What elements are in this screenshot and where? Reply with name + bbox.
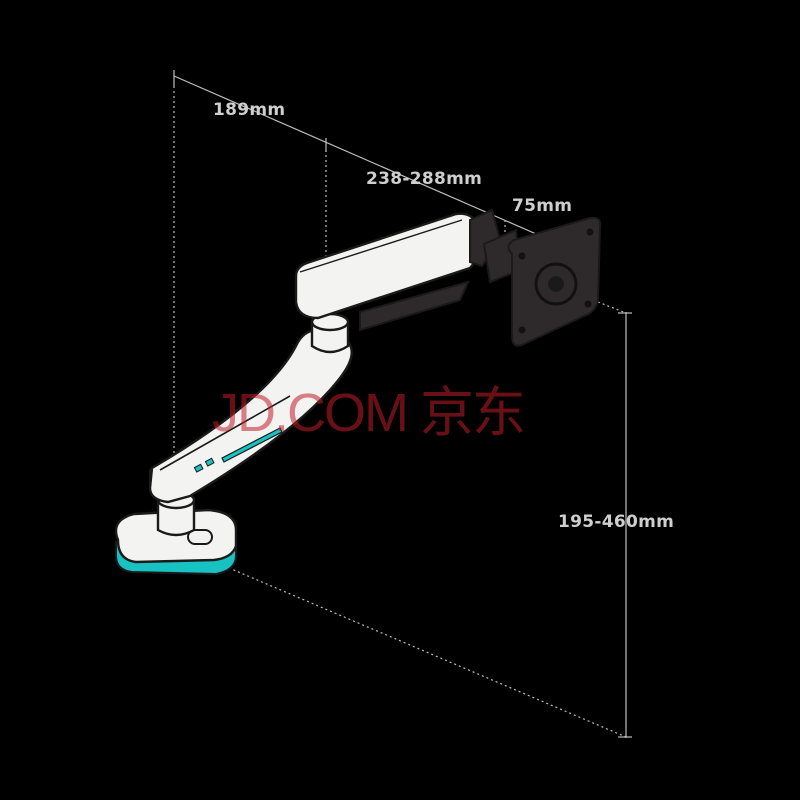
desk-clamp-base [114, 490, 238, 576]
vesa-hole-bl [518, 326, 526, 334]
dimension-label-arm-upper: 189mm [213, 100, 286, 120]
accent-teal-strip [221, 427, 283, 463]
lower-arm-body [148, 328, 353, 504]
vesa-mount-plate [507, 216, 602, 347]
dimension-label-vesa-offset: 75mm [512, 196, 573, 216]
vesa-hole-tr [586, 228, 594, 236]
dimension-label-height-range: 195-460mm [558, 512, 675, 532]
base-button [187, 529, 213, 545]
indicator-dot-2 [204, 457, 215, 467]
base-post [156, 498, 196, 537]
watermark: JD.COM 京东 [212, 383, 526, 443]
indicator-dot-1 [193, 463, 204, 473]
upper-arm [294, 208, 522, 332]
lower-arm-panel-line [159, 395, 291, 471]
lower-arm [148, 312, 353, 504]
dim-diagonal-top [597, 301, 627, 314]
upper-arm-dark-underside [359, 280, 470, 332]
dimension-label-arm-extension: 238-288mm [366, 169, 483, 189]
vesa-hole-br [584, 300, 592, 308]
dim-diagonal-bottom [214, 561, 627, 738]
vesa-center-hole [548, 276, 564, 292]
upper-arm-top-edge [299, 219, 463, 273]
vesa-hole-tl [518, 252, 526, 260]
